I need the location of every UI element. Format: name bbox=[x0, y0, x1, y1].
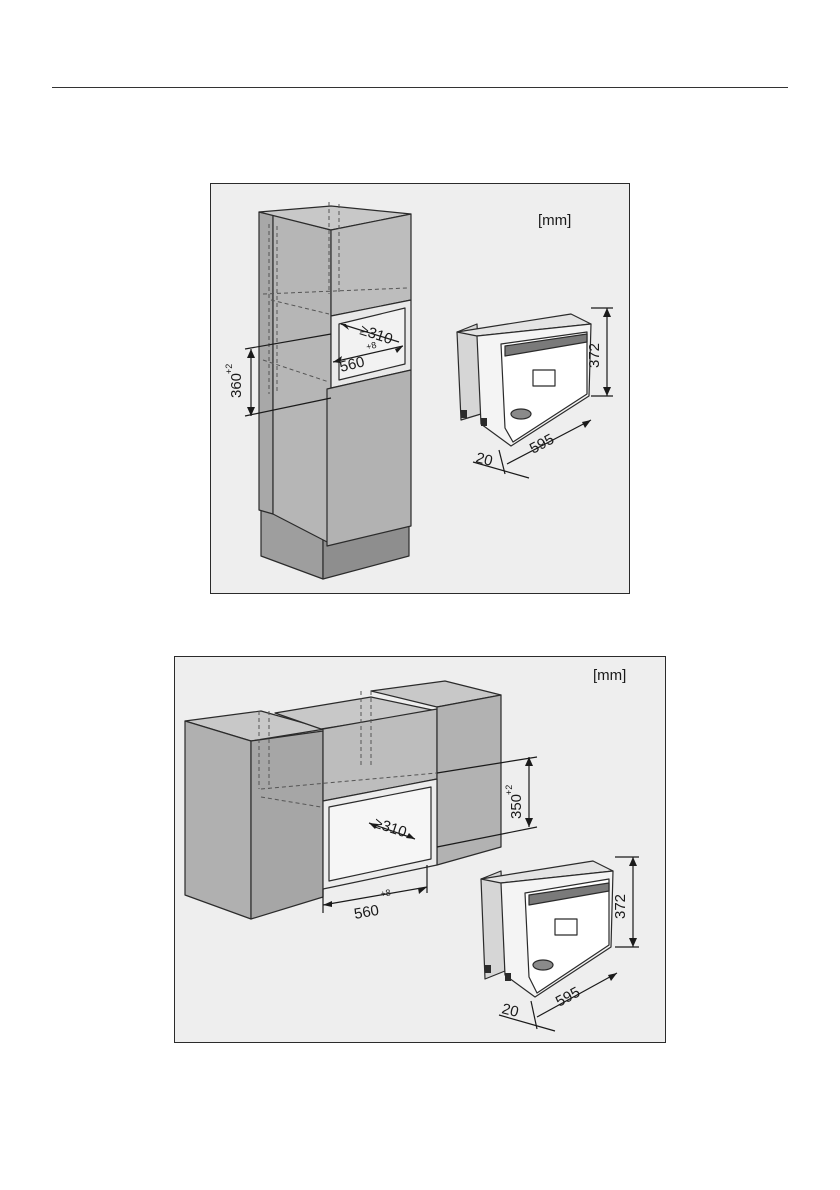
arrow-head bbox=[369, 823, 378, 829]
base-cabinet-drawing: ≥310 560 +8 350 +2 bbox=[184, 680, 639, 1032]
arrow-head bbox=[323, 901, 332, 907]
niche-height-label: 350 bbox=[508, 794, 525, 819]
right-cabinet-front bbox=[436, 694, 502, 866]
machine-height-label: 372 bbox=[612, 894, 629, 919]
machine-offset-label: 20 bbox=[474, 449, 494, 470]
niche-width-label: 560 bbox=[338, 353, 366, 376]
header-rule bbox=[52, 87, 788, 88]
machine-width-label: 595 bbox=[553, 984, 583, 1011]
machine-width-label: 595 bbox=[527, 431, 557, 458]
extension-line bbox=[244, 397, 332, 417]
machine-control-strip bbox=[504, 333, 588, 357]
dimension-line-offset bbox=[498, 1014, 556, 1032]
left-cabinet-front bbox=[250, 730, 324, 920]
dimension-line-depth bbox=[340, 323, 400, 343]
left-cabinet-side bbox=[184, 720, 252, 920]
arrow-head bbox=[629, 938, 637, 947]
arrow-head bbox=[525, 818, 533, 827]
arrow-head bbox=[582, 420, 591, 428]
hidden-edge bbox=[270, 299, 330, 315]
unit-label: [mm] bbox=[593, 667, 627, 684]
hidden-edge bbox=[260, 772, 438, 790]
arrow-head bbox=[608, 973, 617, 981]
machine-foot bbox=[505, 973, 511, 981]
tall-cabinet-diagram: ≥310 560 +8 360 +2 bbox=[210, 183, 630, 594]
drip-tray bbox=[532, 959, 554, 971]
hidden-edge bbox=[262, 359, 330, 383]
arrow-head bbox=[629, 857, 637, 866]
niche-width-tolerance: +8 bbox=[365, 340, 377, 352]
coffee-spout bbox=[532, 369, 556, 387]
extension-line bbox=[530, 1000, 538, 1030]
niche-width-tolerance: +8 bbox=[380, 887, 392, 899]
arrow-head bbox=[341, 324, 349, 330]
niche-height-tolerance: +2 bbox=[224, 364, 234, 374]
dimension-line-width bbox=[332, 345, 404, 363]
niche-width-label: 560 bbox=[353, 902, 381, 923]
arrow-head bbox=[247, 407, 255, 416]
cabinet-side bbox=[272, 214, 332, 545]
unit-label: [mm] bbox=[538, 212, 572, 229]
machine-control-strip bbox=[528, 882, 610, 906]
niche-back bbox=[328, 786, 432, 882]
hidden-edge bbox=[260, 796, 322, 808]
niche-height-tolerance: +2 bbox=[504, 785, 514, 795]
extension-line bbox=[436, 756, 538, 774]
extension-line bbox=[244, 333, 332, 350]
hidden-edge bbox=[262, 287, 408, 295]
arrow-head bbox=[418, 887, 427, 894]
arrow-head bbox=[333, 356, 342, 363]
machine-height-label: 372 bbox=[586, 343, 603, 368]
coffee-spout bbox=[554, 918, 578, 936]
dimension-line-width bbox=[322, 886, 428, 906]
extension-line bbox=[498, 449, 506, 475]
arrow-head bbox=[395, 346, 403, 353]
arrow-head bbox=[247, 349, 255, 358]
machine-foot bbox=[461, 410, 467, 418]
base-cabinet-diagram: ≥310 560 +8 350 +2 bbox=[174, 656, 666, 1043]
arrow-head bbox=[525, 757, 533, 766]
arrow-head bbox=[603, 308, 611, 317]
dimension-line-width bbox=[536, 972, 618, 1018]
arrow-head bbox=[406, 833, 415, 839]
drip-tray bbox=[510, 408, 532, 420]
machine-offset-label: 20 bbox=[500, 1000, 520, 1021]
dimension-line-offset bbox=[472, 461, 530, 479]
upper-door bbox=[330, 213, 412, 317]
tall-cabinet-drawing: ≥310 560 +8 360 +2 bbox=[224, 202, 613, 580]
arrow-head bbox=[603, 387, 611, 396]
extension-line bbox=[436, 826, 538, 848]
machine-foot bbox=[485, 965, 491, 973]
lower-door bbox=[326, 369, 412, 547]
machine-foot bbox=[481, 418, 487, 426]
niche-height-label: 360 bbox=[228, 373, 245, 398]
dimension-line-width bbox=[506, 419, 592, 465]
